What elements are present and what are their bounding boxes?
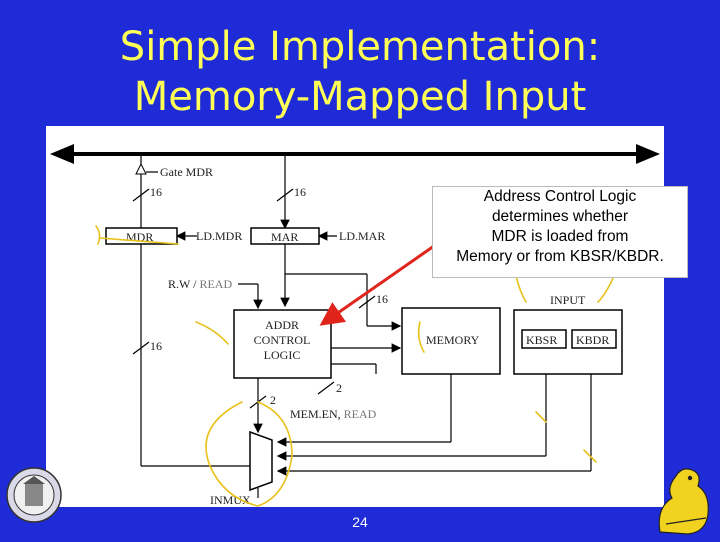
rw-read: READ [199,277,232,291]
input-label: INPUT [550,293,586,307]
wires [140,154,592,498]
page-number: 24 [352,514,368,530]
slide-title-line-1: Simple Implementation: [119,24,601,70]
mascot-logo [652,458,718,538]
mem-en-read-label: MEM.EN, READ [290,407,377,421]
callout-line-3: MDR is loaded from [491,228,629,245]
memory-label: MEMORY [426,333,480,347]
kbsr-label: KBSR [526,333,557,347]
bus-width-label: 16 [150,185,162,199]
bus-width-label: 16 [376,292,388,306]
addr-line-1: ADDR [265,318,299,332]
diagram-panel: Gate MDR [46,126,664,507]
rw-prefix: R.W / [168,277,199,291]
rw-read-label: R.W / READ [168,277,232,291]
university-seal-logo [5,466,63,524]
callout-line-4: Memory or from KBSR/KBDR. [456,248,664,265]
slide-title: Simple Implementation: Memory-Mapped Inp… [0,22,720,122]
kbdr-label: KBDR [576,333,609,347]
inmux-label: INMUX [210,493,251,507]
bus-width-label: 16 [150,339,162,353]
select-width-label: 2 [270,393,276,407]
input-device-block: INPUT KBSR KBDR [513,293,623,375]
callout-arrow [319,244,435,326]
bus-width-marks: 16 16 16 16 2 2 [132,185,388,409]
bus-width-label: 16 [294,185,306,199]
memory-block: MEMORY [401,307,501,375]
addr-line-3: LOGIC [264,348,301,362]
slide-title-line-2: Memory-Mapped Input [133,74,587,120]
ld-mar-label: LD.MAR [339,229,385,243]
memory-mapped-input-diagram: Gate MDR [50,144,660,507]
callout-box: Address Control Logic determines whether… [432,186,688,278]
address-control-logic-block: ADDR CONTROL LOGIC [233,309,332,379]
mem-read: READ [344,407,377,421]
gate-mdr-label: Gate MDR [160,165,213,179]
gate-mdr-driver: Gate MDR [135,154,213,179]
handwritten-annotations [95,225,615,507]
system-bus [50,144,660,164]
addr-line-2: CONTROL [254,333,311,347]
inmux: INMUX [210,430,273,507]
callout-line-2: determines whether [491,208,629,225]
mar-label: MAR [271,230,298,244]
mdr-register: MDR LD.MDR [105,227,242,245]
mem-en-prefix: MEM.EN, [290,407,344,421]
select-width-label: 2 [336,381,342,395]
ld-mdr-label: LD.MDR [196,229,242,243]
mar-register: MAR LD.MAR [250,227,385,245]
callout-line-1: Address Control Logic [483,188,637,205]
